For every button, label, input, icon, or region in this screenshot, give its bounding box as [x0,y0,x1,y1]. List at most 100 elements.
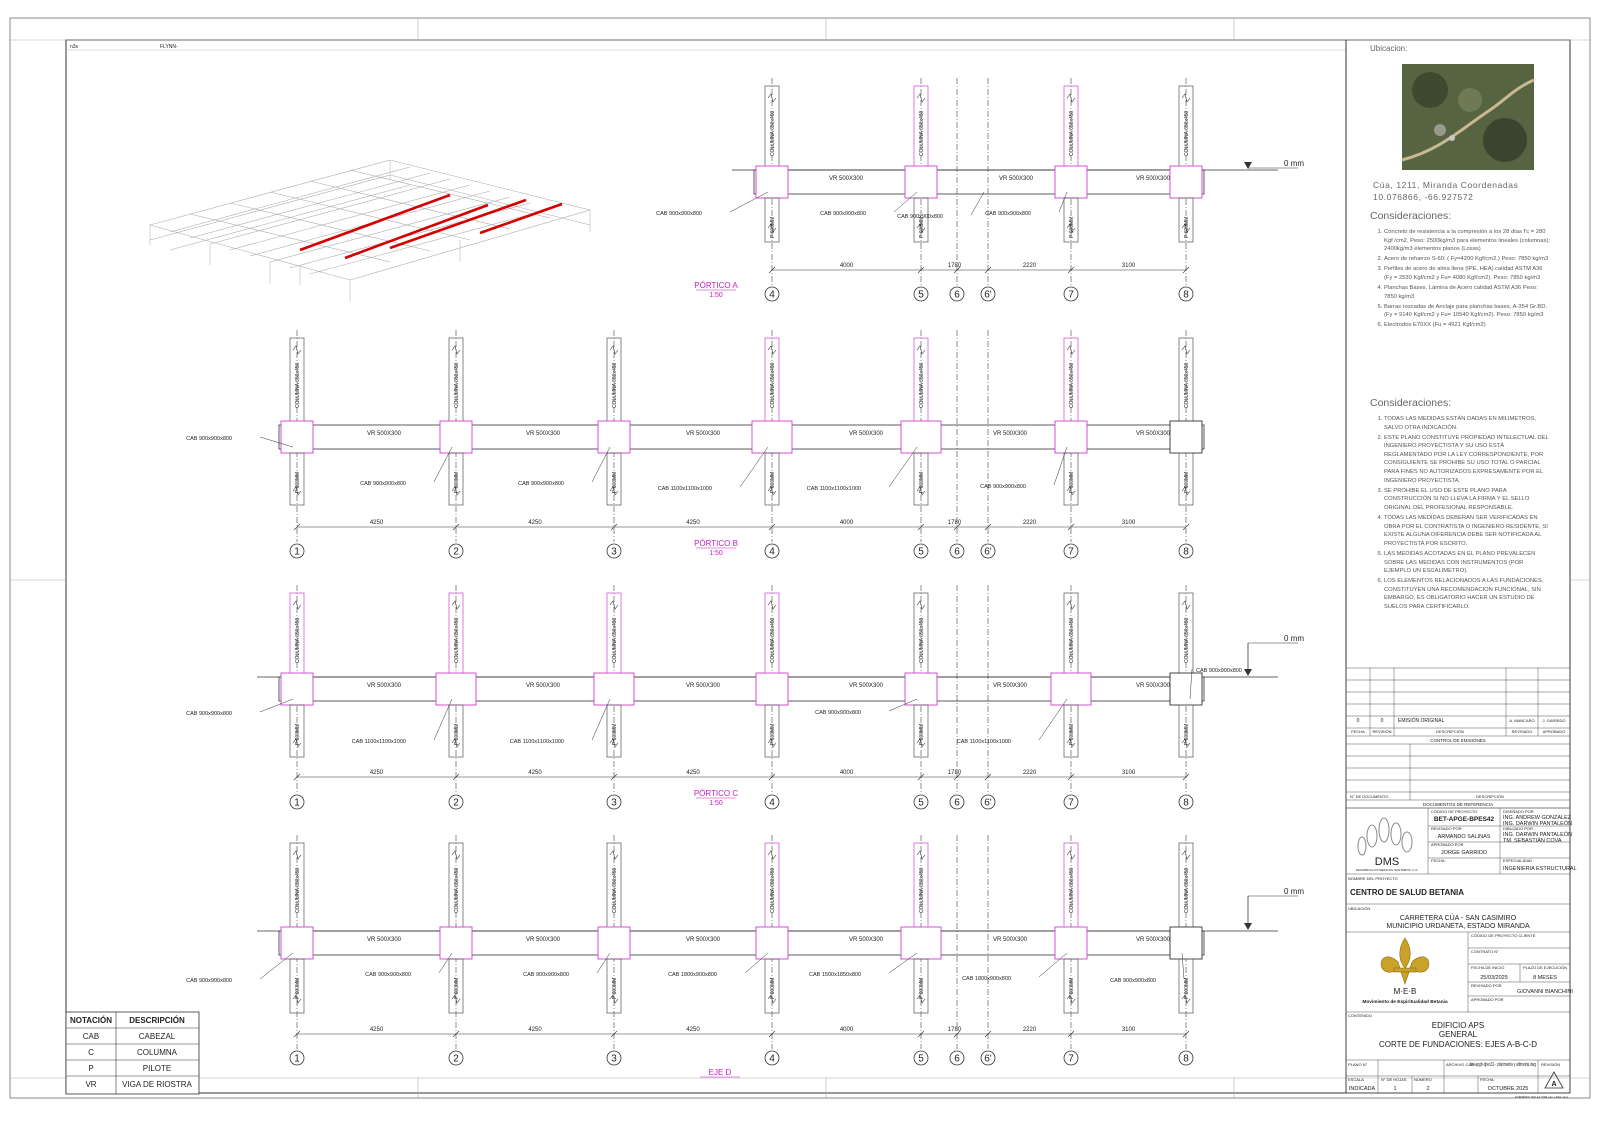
axis-bubble [448,794,464,810]
column-label: COLUMNA 650x450 [612,867,618,913]
beam-label: VR 500X300 [993,431,1028,437]
axis-label: 5 [918,547,924,558]
pile [606,958,622,1014]
break-mark-icon [916,93,926,103]
break-mark-icon [292,486,302,496]
column-label: COLUMNA 650x450 [1069,362,1075,408]
consideration-item: TODAS LAS MEDIDAS ESTÁN DADAS EN MILIMET… [1384,415,1550,432]
project-name: CENTRO DE SALUD BETANIA [1350,888,1464,897]
pile [289,452,305,506]
pile-label: P 600MM [919,472,925,493]
axis-label: 5 [918,290,924,301]
axis-label: 1 [294,798,300,809]
cabezal [280,926,314,960]
archivo-value: bet-apgb-dpes31 - planimetria y altimetr… [1470,1062,1536,1068]
pile-label: P 600MM [1184,724,1190,745]
pile-label: P 600MM [1069,217,1075,238]
cap-leader [259,952,294,980]
break-mark-icon [1181,345,1191,355]
break-mark-icon [1066,600,1076,610]
cabezal [900,420,942,454]
plano-label: PLANO N° [1348,1062,1368,1067]
title-block [1345,807,1571,1094]
dimension-value: 1780 [948,770,962,776]
axis-bubble [606,543,622,559]
pile-label: P 600MM [295,472,301,493]
break-mark-icon [916,850,926,860]
title-block-text: DMS DESARROLLOS MEDICOS SANTAMOS, C.A. C… [1348,809,1577,1099]
cabezal [280,420,314,454]
cap-leader [1181,952,1185,980]
column-label: COLUMNA 650x450 [295,867,301,913]
cabezal [1054,165,1088,199]
cap-label: CAB 900x900x800 [815,710,861,716]
legend-desc-vr: VIGA DE RIOSTRA [122,1080,192,1089]
axis-label: 5 [918,1054,924,1065]
axis-bubble [1178,1050,1194,1066]
cabezal [280,672,314,706]
pile-label: P 600MM [612,724,618,745]
axis-label: 1 [294,1054,300,1065]
axis-bubble [949,794,965,810]
pile-label: P 600MM [454,978,460,999]
axis-bubble [289,1050,305,1066]
hojas-label: N° DE HOJAS [1381,1077,1407,1082]
pile-label: P 600MM [770,724,776,745]
contenido-3: CORTE DE FUNDACIONES: EJES A-B-C-D [1379,1040,1537,1049]
column-label: COLUMNA 650x450 [454,362,460,408]
ubicacion-label: Ubicacion: [1370,44,1408,53]
axis-bubble [289,543,305,559]
pile [764,452,780,506]
dms-subtitle: DESARROLLOS MEDICOS SANTAMOS, C.A. [1356,868,1418,872]
cap-label: CAB 900x900x800 [518,481,564,487]
pile [1178,704,1194,758]
pile [764,958,780,1014]
dibujado-label: DIBUJADO POR [1503,826,1533,831]
axis-label: 6 [954,547,960,558]
cap-leader [259,698,294,713]
location-coordinates: Cúa, 1211, Miranda Coordenadas 10.076866… [1373,180,1519,202]
doc-h-number: N° DE DOCUMENTO [1350,794,1388,799]
break-mark-icon [1066,994,1076,1004]
axis-bubble [949,286,965,302]
ubicacion-block-label: UBICACIÓN [1348,906,1370,911]
cap-label: CAB 900x900x800 [186,978,232,984]
fecha-inicio-label: FECHA DE INICIO [1471,965,1504,970]
break-mark-icon [1066,223,1076,233]
cabezal [435,672,477,706]
plazo-label: PLAZO DE EJECUCIÓN [1523,965,1567,970]
cabezal [900,926,942,960]
axis-bubble [1063,286,1079,302]
considerations-list-2: TODAS LAS MEDIDAS ESTÁN DADAS EN MILIMET… [1370,415,1550,612]
beam-label: VR 500X300 [1136,937,1171,943]
dimension-value: 3100 [1122,1027,1136,1033]
cabezal [1169,926,1203,960]
location-satellite-image [1401,64,1535,170]
break-mark-icon [1181,738,1191,748]
axis-label: 8 [1183,290,1189,301]
axis-label: 6 [954,290,960,301]
hojas-value: 1 [1393,1086,1396,1092]
axis-bubble [949,1050,965,1066]
cap-leader [596,952,611,974]
cap-label: CAB 1100x1100x1000 [807,486,861,492]
beam-label: VR 500X300 [1136,176,1171,182]
break-mark-icon [609,850,619,860]
axis-label: 1 [294,547,300,558]
dms-logo [1357,817,1413,856]
frame-scale: 1:50 [709,800,723,807]
pile-label: P 600MM [1069,472,1075,493]
fecha2-value: OCTUBRE 2025 [1488,1086,1529,1092]
consideration-item: Barras roscadas de Anclaje para planchas… [1384,303,1550,320]
axis-label: 8 [1183,798,1189,809]
cap-label: CAB 900x900x800 [523,972,569,978]
cap-label: CAB 900x900x800 [186,436,232,442]
axis-label: 2 [453,1054,459,1065]
beam-label: VR 500X300 [849,431,884,437]
cabezal [439,926,473,960]
dimension-value: 4000 [840,520,854,526]
level-arrow-icon [1244,162,1252,169]
beam-label: VR 500X300 [526,683,561,689]
especialidad-label: ESPECIALIDAD [1503,858,1532,863]
doc-title: DOCUMENTOS DE REFERENCIA [1423,802,1493,807]
